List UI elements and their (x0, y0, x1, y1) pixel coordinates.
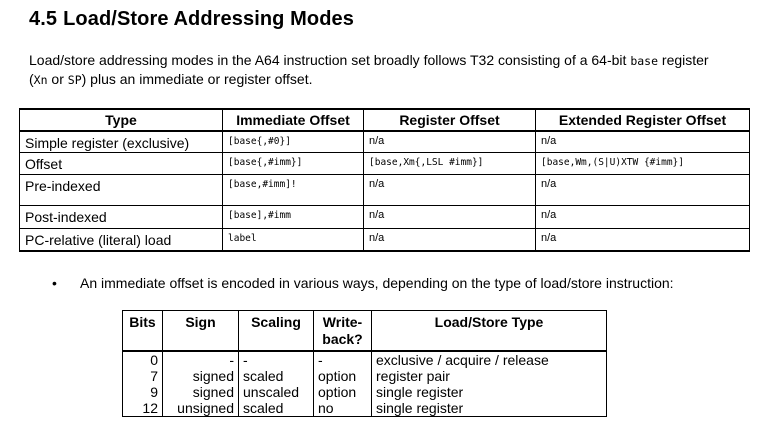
immediate-offset-syntax: label (222, 227, 364, 252)
intro-text: ( (29, 71, 34, 87)
immediate-offset-syntax: [base{,#0}] (222, 130, 364, 153)
col-header-load-store-type: Load/Store Type (371, 310, 607, 352)
load-store-type-value: register pair (371, 368, 607, 384)
col-header-write-back: Write-back? (313, 310, 372, 352)
sign-value: - (162, 351, 239, 368)
bullet-text: An immediate offset is encoded in variou… (80, 275, 674, 291)
load-store-type-value: single register (371, 400, 607, 417)
register-offset-syntax: n/a (363, 173, 536, 206)
col-header-immediate-offset: Immediate Offset (222, 108, 364, 132)
intro-text: Load/store addressing modes in the A64 i… (29, 52, 631, 68)
sign-value: signed (162, 368, 239, 384)
register-offset-syntax: n/a (363, 227, 536, 252)
intro-code-base: base (630, 54, 659, 68)
intro-text: or (47, 71, 68, 87)
load-store-type-value: single register (371, 384, 607, 400)
load-store-type-value: exclusive / acquire / release (371, 351, 607, 368)
immediate-offset-syntax: [base],#imm (222, 204, 364, 229)
section-number: 4.5 (29, 8, 58, 30)
immediate-offset-encoding-table: Bits Sign Scaling Write-back? Load/Store… (122, 310, 607, 417)
intro-code-xn: Xn (33, 73, 48, 87)
bits-value: 12 (122, 400, 163, 417)
col-header-register-offset: Register Offset (363, 108, 536, 132)
write-back-value: option (313, 384, 372, 400)
table-row: Offset [base{,#imm}] [base,Xm{,LSL #imm}… (19, 151, 750, 175)
mode-type: Offset (19, 151, 223, 175)
section-title: Load/Store Addressing Modes (63, 8, 354, 30)
mode-type: Pre-indexed (19, 173, 223, 206)
register-offset-syntax: n/a (363, 204, 536, 229)
addressing-modes-table: Type Immediate Offset Register Offset Ex… (19, 108, 750, 252)
extended-register-offset-syntax: [base,Wm,(S|U)XTW {#imm}] (535, 151, 750, 175)
write-back-value: option (313, 368, 372, 384)
col-header-type: Type (19, 108, 223, 132)
write-back-value: - (313, 351, 372, 368)
table-row: 9 signed unscaled option single register (122, 384, 607, 400)
table-header-row: Type Immediate Offset Register Offset Ex… (19, 108, 750, 132)
extended-register-offset-syntax: n/a (535, 130, 750, 153)
scaling-value: scaled (238, 400, 314, 417)
table-header-row: Bits Sign Scaling Write-back? Load/Store… (122, 310, 607, 352)
table-row: Pre-indexed [base,#imm]! n/a n/a (19, 173, 750, 206)
mode-type: Post-indexed (19, 204, 223, 229)
table-row: 12 unsigned scaled no single register (122, 400, 607, 417)
bullet-item: • An immediate offset is encoded in vario… (52, 275, 674, 291)
intro-code-sp: SP (67, 73, 82, 87)
col-header-scaling: Scaling (238, 310, 314, 352)
bits-value: 0 (122, 351, 163, 368)
col-header-extended-register-offset: Extended Register Offset (535, 108, 750, 132)
table-row: 0 - - - exclusive / acquire / release (122, 351, 607, 368)
col-header-sign: Sign (162, 310, 239, 352)
intro-text: ) plus an immediate or register offset. (81, 71, 313, 87)
immediate-offset-syntax: [base,#imm]! (222, 173, 364, 206)
extended-register-offset-syntax: n/a (535, 227, 750, 252)
col-header-write-back-line1: Write- (322, 314, 363, 330)
write-back-value: no (313, 400, 372, 417)
register-offset-syntax: n/a (363, 130, 536, 153)
sign-value: unsigned (162, 400, 239, 417)
col-header-write-back-line2: back? (322, 331, 363, 347)
extended-register-offset-syntax: n/a (535, 204, 750, 229)
scaling-value: unscaled (238, 384, 314, 400)
bits-value: 9 (122, 384, 163, 400)
register-offset-syntax: [base,Xm{,LSL #imm}] (363, 151, 536, 175)
scaling-value: - (238, 351, 314, 368)
immediate-offset-syntax: [base{,#imm}] (222, 151, 364, 175)
intro-text: register (658, 52, 709, 68)
table-row: Simple register (exclusive) [base{,#0}] … (19, 130, 750, 153)
sign-value: signed (162, 384, 239, 400)
table-row: PC-relative (literal) load label n/a n/a (19, 227, 750, 252)
table-row: 7 signed scaled option register pair (122, 368, 607, 384)
bullet-dot: • (52, 275, 57, 291)
intro-paragraph: Load/store addressing modes in the A64 i… (29, 51, 749, 89)
mode-type: Simple register (exclusive) (19, 130, 223, 153)
col-header-bits: Bits (122, 310, 163, 352)
table-row: Post-indexed [base],#imm n/a n/a (19, 204, 750, 229)
extended-register-offset-syntax: n/a (535, 173, 750, 206)
mode-type: PC-relative (literal) load (19, 227, 223, 252)
scaling-value: scaled (238, 368, 314, 384)
bits-value: 7 (122, 368, 163, 384)
